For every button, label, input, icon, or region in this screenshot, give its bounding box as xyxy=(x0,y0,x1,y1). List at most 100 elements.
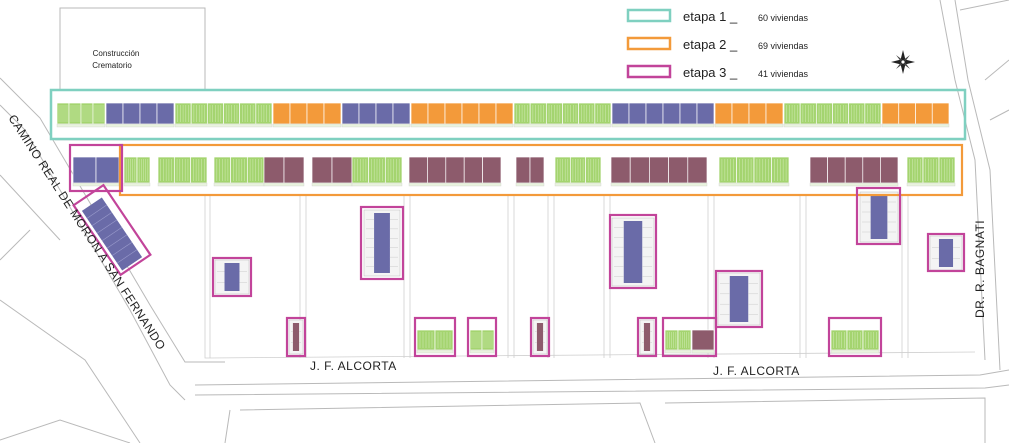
mid-building-walkway xyxy=(610,182,708,187)
top-building-unit xyxy=(122,102,141,125)
interior-building-c xyxy=(729,276,749,322)
compass-rose-icon xyxy=(891,50,915,74)
mid-building-walkway xyxy=(123,182,151,187)
top-building-walkway xyxy=(272,123,342,128)
top-building-walkway xyxy=(105,123,175,128)
frame-etapa-3 xyxy=(211,256,253,298)
interior-building-g xyxy=(292,323,300,351)
mid-building-unit xyxy=(880,156,899,184)
mid-building-walkway xyxy=(213,182,265,187)
top-building-walkway xyxy=(513,123,612,128)
top-building-walkway xyxy=(56,123,106,128)
top-building-unit xyxy=(662,102,681,125)
top-building-unit xyxy=(765,102,784,125)
mid-building-unit xyxy=(263,156,285,184)
mid-building-walkway xyxy=(408,182,502,187)
mid-building-unit xyxy=(95,156,120,184)
top-building-unit xyxy=(375,102,394,125)
diagonal-building-divider xyxy=(96,219,118,234)
interior-building-f xyxy=(224,263,240,291)
interior-building-d xyxy=(870,195,888,239)
interior-building-b xyxy=(623,221,643,283)
frame-etapa-3-diagonal-rect xyxy=(72,183,152,277)
top-building-unit xyxy=(679,102,698,125)
legend-swatch-etapa-2 xyxy=(626,36,672,51)
top-building-unit xyxy=(915,102,933,125)
top-building-unit xyxy=(306,102,325,125)
top-building-walkway xyxy=(783,123,882,128)
frame-etapa-3 xyxy=(413,316,457,358)
mid-building-unit xyxy=(331,156,353,184)
top-building-walkway xyxy=(611,123,715,128)
top-building-unit xyxy=(611,102,630,125)
top-building-walkway xyxy=(341,123,411,128)
legend-count-etapa-3: 41 viviendas xyxy=(758,69,809,79)
diagonal-building-divider xyxy=(116,249,138,264)
mid-building-walkway xyxy=(263,182,305,187)
top-building-unit xyxy=(105,102,124,125)
crematorio-label-line1: Construcción xyxy=(93,49,140,58)
mid-building-unit xyxy=(529,156,545,184)
legend: etapa 1 _ 60 viviendas etapa 2 _ 69 vivi… xyxy=(626,8,809,80)
mid-building-walkway xyxy=(809,182,899,187)
top-building-unit xyxy=(495,102,514,125)
mid-building-unit xyxy=(862,156,881,184)
legend-count-etapa-1: 60 viviendas xyxy=(758,13,809,23)
top-building-unit xyxy=(341,102,360,125)
interior-building-i xyxy=(643,323,651,351)
frame-etapa-3 xyxy=(359,205,405,281)
mid-building-unit xyxy=(809,156,828,184)
top-building-walkway xyxy=(714,123,784,128)
diagonal-building-divider xyxy=(111,241,133,256)
street-label-alcorta-left: J. F. ALCORTA xyxy=(310,359,397,373)
bottom-green-block-walkway xyxy=(469,349,495,354)
top-building-unit xyxy=(156,102,175,125)
mid-building-walkway xyxy=(906,182,956,187)
bottom-maroon-block-unit xyxy=(691,329,715,351)
bottom-maroon-block-walkway xyxy=(691,349,715,354)
frame-etapa-2 xyxy=(118,143,964,197)
bottom-green-block-walkway xyxy=(830,349,880,354)
frame-etapa-3-diagonal xyxy=(72,183,152,277)
mid-building-unit xyxy=(687,156,708,184)
top-building-unit xyxy=(444,102,463,125)
diagonal-building-divider xyxy=(101,227,123,241)
mid-building-unit xyxy=(408,156,428,184)
mid-building-unit xyxy=(482,156,502,184)
frame-etapa-3 xyxy=(608,213,658,290)
frame-etapa-3 xyxy=(285,316,307,358)
legend-count-etapa-2: 69 viviendas xyxy=(758,41,809,51)
top-building-unit xyxy=(731,102,750,125)
legend-label-etapa-1: etapa 1 _ xyxy=(683,9,738,24)
diagonal-building xyxy=(81,197,143,271)
mid-building-unit xyxy=(72,156,97,184)
frame-etapa-3 xyxy=(714,269,764,329)
top-building-walkway xyxy=(881,123,950,128)
bottom-green-block-walkway xyxy=(416,349,454,354)
mid-building-walkway xyxy=(515,182,545,187)
mid-building-walkway xyxy=(718,182,790,187)
frame-etapa-3 xyxy=(661,316,718,358)
top-building-unit xyxy=(139,102,158,125)
top-building-unit xyxy=(696,102,715,125)
top-building-unit xyxy=(898,102,916,125)
top-building-unit xyxy=(881,102,900,125)
street-label-alcorta-right: J. F. ALCORTA xyxy=(713,364,800,378)
diagonal-building-divider xyxy=(106,234,128,249)
mid-building-unit xyxy=(427,156,447,184)
mid-building-unit xyxy=(668,156,689,184)
top-building-unit xyxy=(323,102,342,125)
top-building-unit xyxy=(461,102,480,125)
street-label-bagnati: DR. R. BAGNATI xyxy=(973,220,987,318)
mid-building-unit xyxy=(283,156,305,184)
top-building-unit xyxy=(289,102,308,125)
mid-building-unit xyxy=(463,156,483,184)
street-label-camino-real: CAMINO REAL DE MORON A SAN FERNANDO xyxy=(5,112,168,353)
top-building-unit xyxy=(931,102,950,125)
top-building-unit xyxy=(410,102,429,125)
mid-building-walkway xyxy=(157,182,208,187)
mid-building-walkway xyxy=(72,182,120,187)
frame-etapa-3 xyxy=(636,316,658,358)
legend-label-etapa-3: etapa 3 _ xyxy=(683,65,738,80)
